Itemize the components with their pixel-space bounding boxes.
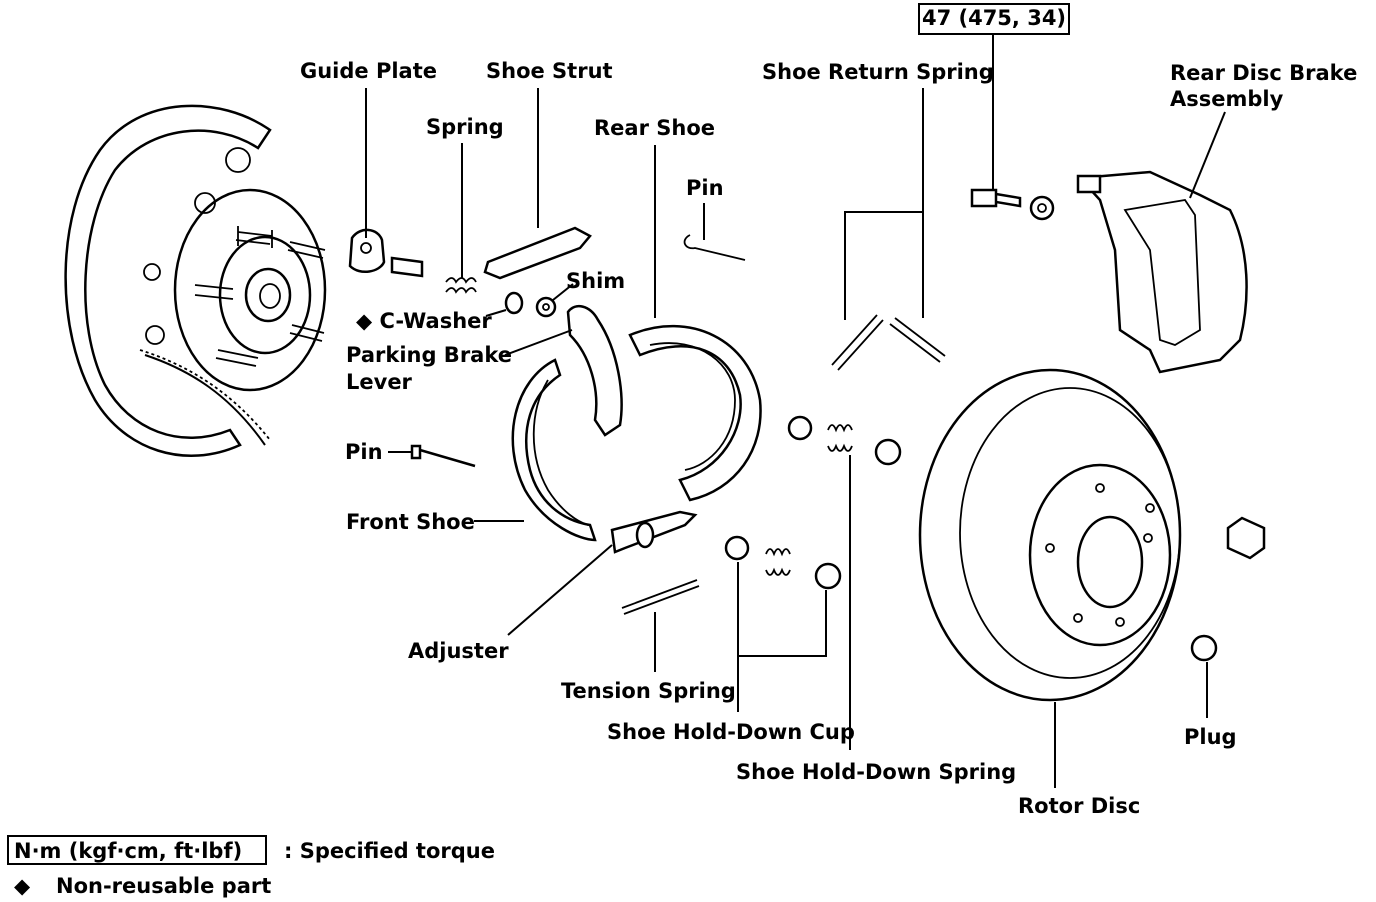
rotor-disc-label: Rotor Disc — [1018, 794, 1140, 818]
backing-plate-hub-drawing — [64, 104, 327, 458]
c-washer-drawing — [504, 291, 524, 315]
tension-spring-label: Tension Spring — [561, 679, 736, 703]
parking-brake-lever-drawing — [566, 304, 623, 437]
caliper-washer-drawing — [1029, 195, 1055, 221]
legend-nonreusable-symbol: ◆ — [14, 874, 31, 898]
shim-label: Shim — [566, 269, 625, 293]
rear-disc-brake-assembly-drawing — [1077, 170, 1248, 374]
front-shoe-drawing — [511, 358, 597, 542]
pin-left-label: Pin — [345, 440, 383, 464]
parking-brake-lever-label-line2: Lever — [346, 370, 413, 394]
leader-lines — [365, 34, 1226, 788]
legend-torque-desc: : Specified torque — [284, 839, 495, 863]
legend-torque-unit: N·m (kgf·cm, ft·lbf) — [14, 839, 242, 863]
guide-plate-drawing — [348, 228, 386, 274]
torque-box — [918, 3, 1070, 35]
front-shoe-label: Front Shoe — [346, 510, 475, 534]
rear-shoe-drawing — [628, 325, 762, 502]
guide-plate-label: Guide Plate — [300, 59, 437, 83]
plug-drawing — [1190, 634, 1218, 662]
shoe-hold-down-spring-label: Shoe Hold-Down Spring — [736, 760, 1016, 784]
rear-shoe-label: Rear Shoe — [594, 116, 715, 140]
torque-value-label: 47 (475, 34) — [922, 6, 1066, 30]
shoe-hold-down-cup-label: Shoe Hold-Down Cup — [607, 720, 855, 744]
shoe-strut-label: Shoe Strut — [486, 59, 613, 83]
shoe-return-spring-drawing — [831, 314, 946, 371]
shoe-hold-down-spring-drawing — [765, 424, 853, 576]
adjuster-label: Adjuster — [408, 639, 509, 663]
shoe-strut-drawing — [483, 226, 592, 280]
pin-left-drawing — [410, 444, 476, 468]
rear-disc-brake-label-line1: Rear Disc Brake — [1170, 61, 1357, 85]
plug-label: Plug — [1184, 725, 1237, 749]
shoe-return-spring-label: Shoe Return Spring — [762, 60, 994, 84]
legend-nonreusable-desc: Non-reusable part — [56, 874, 271, 898]
pin-top-label: Pin — [686, 176, 724, 200]
caliper-bolt-drawing — [970, 188, 1022, 208]
legend-torque-box — [7, 835, 267, 865]
tension-spring-drawing — [621, 579, 700, 615]
rotor-disc-drawing — [918, 368, 1182, 702]
parking-brake-lever-label-line1: Parking Brake — [346, 343, 512, 367]
shim-drawing — [535, 296, 557, 318]
spring-drawing — [445, 277, 477, 294]
c-washer-label: ◆ C-Washer — [356, 309, 492, 333]
rear-disc-brake-label-line2: Assembly — [1170, 87, 1284, 111]
anchor-pin-drawing — [390, 256, 424, 278]
shoe-hold-down-cup-drawing — [724, 415, 902, 590]
spring-label: Spring — [426, 115, 504, 139]
pin-top-drawing — [683, 234, 746, 261]
lug-nut-drawing — [1226, 516, 1266, 560]
